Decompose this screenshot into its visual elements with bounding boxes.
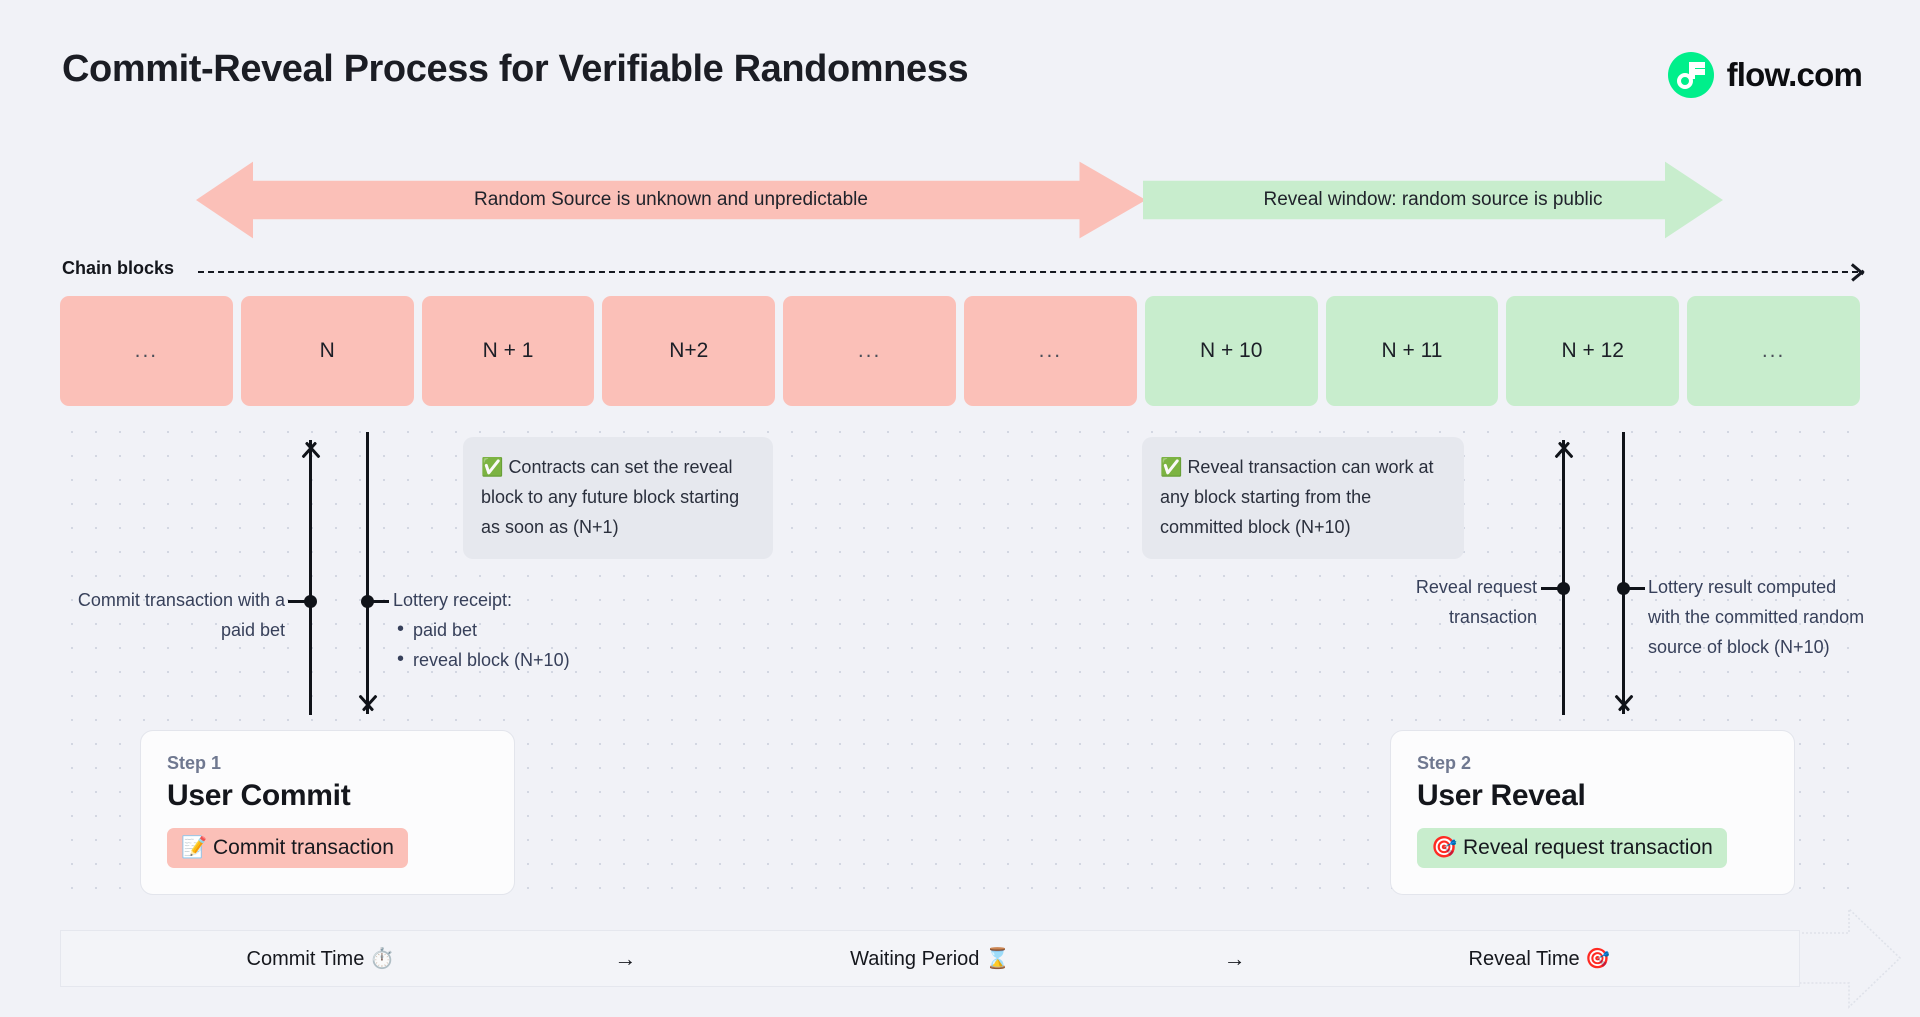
annotation-lottery-result: Lottery result computed with the committ… bbox=[1648, 577, 1865, 657]
chain-block[interactable]: N+2 bbox=[602, 296, 776, 406]
page-title: Commit-Reveal Process for Verifiable Ran… bbox=[62, 48, 969, 90]
commit-arrow-dot bbox=[304, 595, 317, 608]
chain-block[interactable]: N + 10 bbox=[1144, 296, 1318, 406]
commit-arrow-stub bbox=[288, 600, 310, 603]
chain-block[interactable]: ... bbox=[783, 296, 956, 406]
commit-transaction-chip-label: Commit transaction bbox=[213, 836, 394, 859]
lottery-receipt-item: reveal block (N+10) bbox=[393, 644, 693, 675]
reveal-arrow-stub bbox=[1541, 587, 1563, 590]
banner-unknown-source: Random Source is unknown and unpredictab… bbox=[196, 161, 1146, 239]
target-icon: 🎯 bbox=[1431, 836, 1458, 859]
reveal-request-chip[interactable]: 🎯 Reveal request transaction bbox=[1417, 828, 1727, 868]
annotation-lottery-receipt: Lottery receipt: paid bet reveal block (… bbox=[393, 585, 693, 675]
annotation-reveal-request: Reveal request transaction bbox=[1415, 577, 1537, 627]
chain-dotted-line bbox=[198, 271, 1858, 273]
step-heading: User Reveal bbox=[1417, 779, 1586, 812]
lottery-receipt-item: paid bet bbox=[393, 614, 693, 645]
step-heading: User Commit bbox=[167, 779, 351, 812]
chain-block[interactable]: N bbox=[240, 296, 414, 406]
callout-reveal-window: ✅ Reveal transaction can work at any blo… bbox=[1142, 437, 1464, 559]
timeline-segment-reveal: Reveal Time 🎯 bbox=[1468, 948, 1611, 970]
memo-icon: 📝 bbox=[181, 836, 208, 859]
chain-block[interactable]: N + 11 bbox=[1325, 296, 1499, 406]
chain-block[interactable]: ... bbox=[1687, 296, 1860, 406]
commit-arrow-line bbox=[309, 440, 312, 715]
timeline-segment-commit: Commit Time ⏱️ bbox=[246, 948, 395, 970]
annotation-commit-transaction: Commit transaction with a paid bet bbox=[77, 590, 285, 640]
result-arrow-line bbox=[1622, 432, 1625, 714]
step-label: Step 1 bbox=[167, 753, 222, 773]
chain-block-row: ... N N + 1 N+2 ... ... N + 10 N + 11 N … bbox=[60, 296, 1860, 406]
phase-timeline: Commit Time ⏱️ → Waiting Period ⌛ → Reve… bbox=[60, 930, 1800, 987]
reveal-arrow-line bbox=[1562, 440, 1565, 715]
chain-block[interactable]: ... bbox=[963, 296, 1137, 406]
step-label: Step 2 bbox=[1417, 753, 1472, 773]
timeline-separator-arrow-icon: → bbox=[614, 945, 637, 971]
check-icon: ✅ bbox=[481, 457, 504, 477]
callout-commit-window: ✅ Contracts can set the reveal block to … bbox=[463, 437, 773, 559]
lottery-receipt-title: Lottery receipt: bbox=[393, 590, 513, 610]
timeline-segment-waiting: Waiting Period ⌛ bbox=[850, 948, 1010, 970]
result-arrow-head-down-icon bbox=[1609, 694, 1639, 722]
step-card-user-commit[interactable]: Step 1 User Commit 📝 Commit transaction bbox=[140, 730, 515, 895]
flow-logo-icon bbox=[1667, 52, 1714, 98]
receipt-arrow-head-down-icon bbox=[353, 694, 383, 722]
chain-block[interactable]: N + 1 bbox=[421, 296, 595, 406]
callout-commit-window-text: Contracts can set the reveal block to an… bbox=[481, 457, 740, 537]
reveal-request-chip-label: Reveal request transaction bbox=[1463, 836, 1713, 859]
banner-reveal-window: Reveal window: random source is public bbox=[1143, 161, 1723, 239]
reveal-arrow-dot bbox=[1557, 582, 1570, 595]
lottery-receipt-list: paid bet reveal block (N+10) bbox=[393, 614, 693, 675]
chain-block[interactable]: ... bbox=[60, 296, 233, 406]
check-icon: ✅ bbox=[1160, 457, 1183, 477]
brand-name: flow.com bbox=[1726, 56, 1863, 93]
receipt-arrow-line bbox=[366, 432, 369, 714]
callout-reveal-window-text: Reveal transaction can work at any block… bbox=[1160, 457, 1434, 537]
step-card-user-reveal[interactable]: Step 2 User Reveal 🎯 Reveal request tran… bbox=[1390, 730, 1795, 895]
timeline-separator-arrow-icon: → bbox=[1223, 945, 1246, 971]
receipt-arrow-stub bbox=[367, 600, 389, 603]
reveal-arrow-head-up-icon bbox=[1549, 432, 1579, 459]
banner-unknown-source-label: Random Source is unknown and unpredictab… bbox=[474, 189, 868, 210]
result-arrow-stub bbox=[1623, 587, 1645, 590]
commit-arrow-head-up-icon bbox=[296, 432, 326, 459]
brand-logo: flow.com bbox=[1667, 52, 1863, 98]
commit-transaction-chip[interactable]: 📝 Commit transaction bbox=[167, 828, 408, 868]
chain-block[interactable]: N + 12 bbox=[1506, 296, 1680, 406]
timeline-end-arrow-icon bbox=[1797, 907, 1902, 1009]
phase-banners: Random Source is unknown and unpredictab… bbox=[0, 160, 1920, 240]
banner-reveal-window-label: Reveal window: random source is public bbox=[1263, 189, 1603, 210]
chain-blocks-label: Chain blocks bbox=[62, 258, 175, 278]
chain-arrow-icon bbox=[1852, 259, 1866, 283]
